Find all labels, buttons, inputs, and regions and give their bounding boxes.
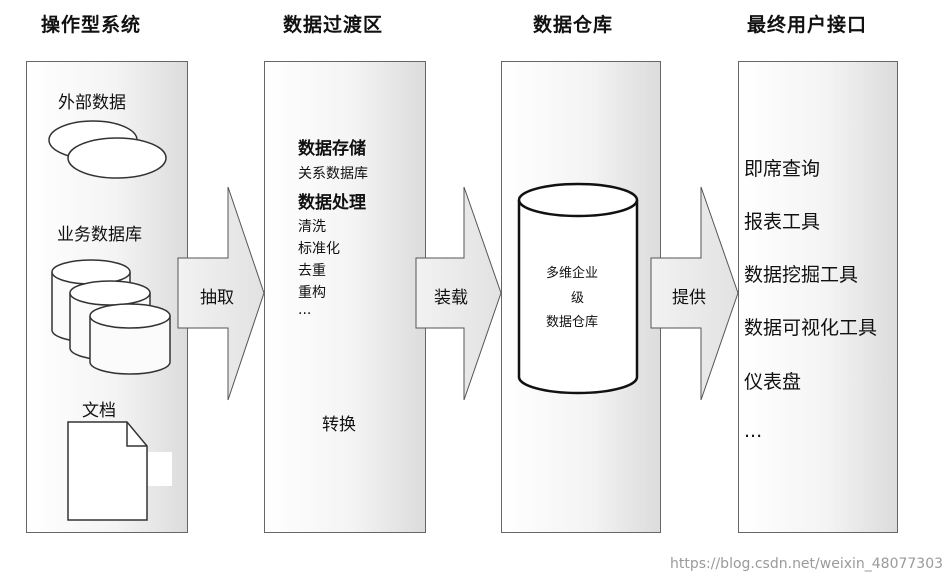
external-data-ellipse-front	[67, 137, 167, 179]
business-database-label: 业务数据库	[57, 225, 142, 245]
end-user-item: 数据挖掘工具	[744, 264, 859, 286]
business-db-cylinder-3	[89, 303, 171, 375]
processing-item: 去重	[298, 263, 326, 279]
warehouse-text-line1: 多维企业	[546, 266, 599, 281]
warehouse-cylinder	[517, 182, 639, 395]
header-end-user-interface: 最终用户接口	[747, 14, 868, 36]
provide-arrow-shape	[650, 186, 739, 401]
processing-item: 清洗	[298, 219, 326, 235]
processing-item: 重构	[298, 285, 326, 301]
header-operational-systems: 操作型系统	[41, 14, 142, 36]
end-user-item: 即席查询	[744, 158, 821, 180]
warehouse-text-line3: 数据仓库	[546, 315, 599, 330]
extract-arrow-shape	[177, 186, 265, 401]
relational-db-item: 关系数据库	[298, 166, 368, 182]
transform-label: 转换	[322, 415, 356, 435]
end-user-item: 仪表盘	[744, 371, 802, 393]
data-storage-title: 数据存储	[298, 139, 366, 159]
document-icon	[67, 421, 172, 521]
end-user-item: ...	[744, 420, 763, 442]
end-user-interface-panel	[738, 61, 898, 533]
external-data-label: 外部数据	[58, 93, 126, 113]
watermark-text: https://blog.csdn.net/weixin_48077303	[670, 556, 944, 572]
processing-item: ...	[298, 302, 312, 318]
header-data-warehouse: 数据仓库	[533, 14, 614, 36]
data-processing-title: 数据处理	[298, 193, 366, 213]
load-arrow-shape	[415, 186, 502, 401]
documents-label: 文档	[82, 401, 116, 421]
end-user-item: 数据可视化工具	[744, 317, 878, 339]
load-label: 装载	[434, 288, 468, 308]
warehouse-text-line2: 级	[571, 291, 585, 306]
provide-label: 提供	[672, 288, 706, 308]
processing-item: 标准化	[298, 241, 340, 257]
header-staging-area: 数据过渡区	[283, 14, 384, 36]
staging-area-panel	[264, 61, 426, 533]
extract-label: 抽取	[200, 288, 234, 308]
end-user-item: 报表工具	[744, 211, 821, 233]
